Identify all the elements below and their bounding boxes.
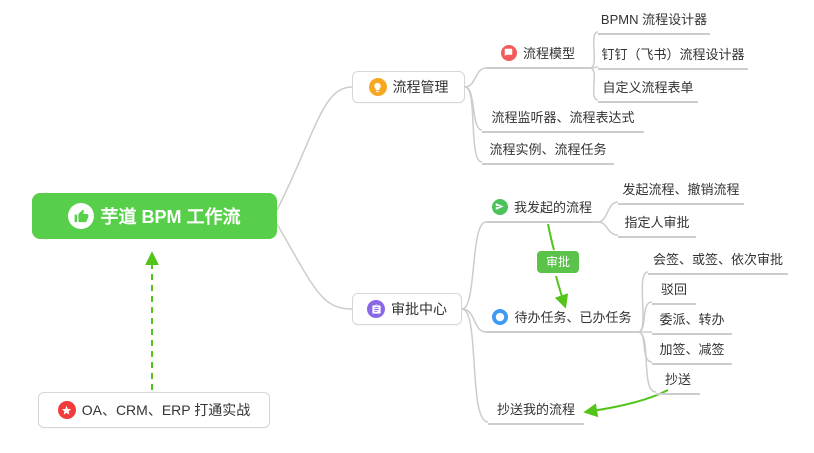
node-initiate-cancel[interactable]: 发起流程、撤销流程 (618, 179, 744, 205)
node-label: 我发起的流程 (513, 200, 592, 215)
approval-flow-arrow (554, 275, 569, 309)
node-cc-my-process[interactable]: 抄送我的流程 (488, 399, 584, 425)
node-oa-crm-erp-integration[interactable]: OA、CRM、ERP 打通实战 (38, 392, 270, 428)
node-dingtalk-designer[interactable]: 钉钉（飞书）流程设计器 (598, 44, 748, 70)
node-label: 钉钉（飞书）流程设计器 (601, 47, 745, 62)
node-label: 加签、减签 (659, 342, 725, 357)
node-instance-task[interactable]: 流程实例、流程任务 (482, 139, 614, 165)
lightbulb-icon (368, 78, 387, 96)
node-cc[interactable]: 抄送 (656, 369, 700, 395)
node-custom-form[interactable]: 自定义流程表单 (598, 77, 698, 103)
node-bpmn-designer[interactable]: BPMN 流程设计器 (598, 9, 710, 35)
node-label: 流程监听器、流程表达式 (491, 110, 635, 125)
node-label: 指定人审批 (624, 215, 690, 230)
node-label: 委派、转办 (659, 312, 725, 327)
thumbs-up-icon (68, 203, 95, 229)
node-add-reduce-sign[interactable]: 加签、减签 (652, 339, 732, 365)
star-icon (57, 401, 76, 419)
root-node-bpm-workflow[interactable]: 芋道 BPM 工作流 (32, 193, 277, 239)
node-label: 抄送 (664, 372, 691, 387)
approval-badge[interactable]: 审批 (537, 251, 580, 273)
node-listener-expression[interactable]: 流程监听器、流程表达式 (482, 107, 644, 133)
node-process-management[interactable]: 流程管理 (352, 71, 465, 103)
send-icon (491, 198, 508, 215)
node-label: 发起流程、撤销流程 (622, 182, 740, 197)
node-label: 待办任务、已办任务 (514, 310, 632, 325)
node-label: BPMN 流程设计器 (600, 12, 708, 27)
approval-flow-line (547, 223, 555, 251)
clipboard-icon (367, 300, 385, 318)
chat-bubble-icon (500, 44, 517, 61)
node-countersign[interactable]: 会签、或签、依次审批 (648, 249, 788, 275)
clock-icon (492, 308, 509, 325)
node-label: 流程实例、流程任务 (489, 142, 607, 157)
node-label: 驳回 (660, 282, 687, 297)
node-label: 流程管理 (392, 79, 449, 95)
node-approval-center[interactable]: 审批中心 (352, 293, 462, 325)
node-label: 流程模型 (522, 46, 575, 61)
node-process-model[interactable]: 流程模型 (486, 43, 590, 69)
node-delegate-transfer[interactable]: 委派、转办 (652, 309, 732, 335)
node-assignee-approval[interactable]: 指定人审批 (618, 212, 696, 238)
node-label: 自定义流程表单 (602, 80, 694, 95)
node-label: 抄送我的流程 (496, 402, 575, 417)
node-reject[interactable]: 驳回 (652, 279, 696, 305)
node-label: 会签、或签、依次审批 (652, 252, 783, 267)
node-todo-done-tasks[interactable]: 待办任务、已办任务 (486, 307, 638, 333)
node-label: 审批中心 (391, 301, 447, 317)
node-label: OA、CRM、ERP 打通实战 (81, 402, 251, 418)
node-my-initiated-process[interactable]: 我发起的流程 (486, 197, 598, 223)
root-label: 芋道 BPM 工作流 (100, 207, 241, 227)
